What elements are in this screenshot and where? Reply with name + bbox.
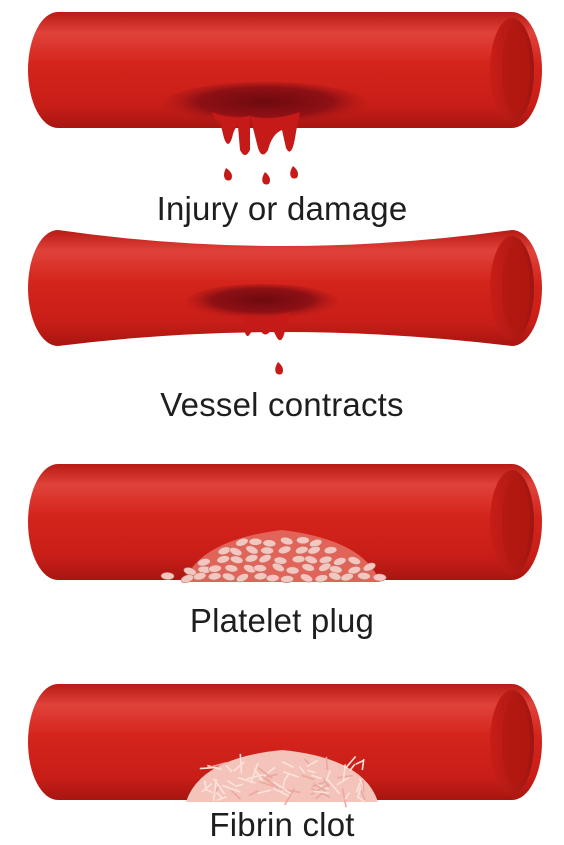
stage-label-platelet-plug: Platelet plug: [0, 602, 564, 640]
stage-label-fibrin-clot: Fibrin clot: [0, 806, 564, 844]
fibrin-strand: [200, 768, 218, 769]
platelet: [161, 572, 174, 580]
platelet: [281, 575, 294, 583]
stage-label-contracts: Vessel contracts: [0, 386, 564, 424]
platelet-plug-icon: [28, 464, 542, 584]
stage-label-injury: Injury or damage: [0, 190, 564, 228]
constricted-vessel-icon: [28, 230, 542, 375]
platelet: [373, 574, 386, 582]
bleeding-vessel-icon: [28, 12, 542, 185]
fibrin-clot-icon: [28, 684, 542, 807]
stage-injury: [28, 12, 542, 185]
fibrin-strand: [326, 757, 327, 771]
platelet: [249, 538, 262, 545]
stage-contracts: [28, 230, 542, 375]
stage-fibrin-clot: [28, 684, 542, 807]
platelet: [296, 537, 309, 544]
stage-platelet-plug: [28, 464, 542, 584]
